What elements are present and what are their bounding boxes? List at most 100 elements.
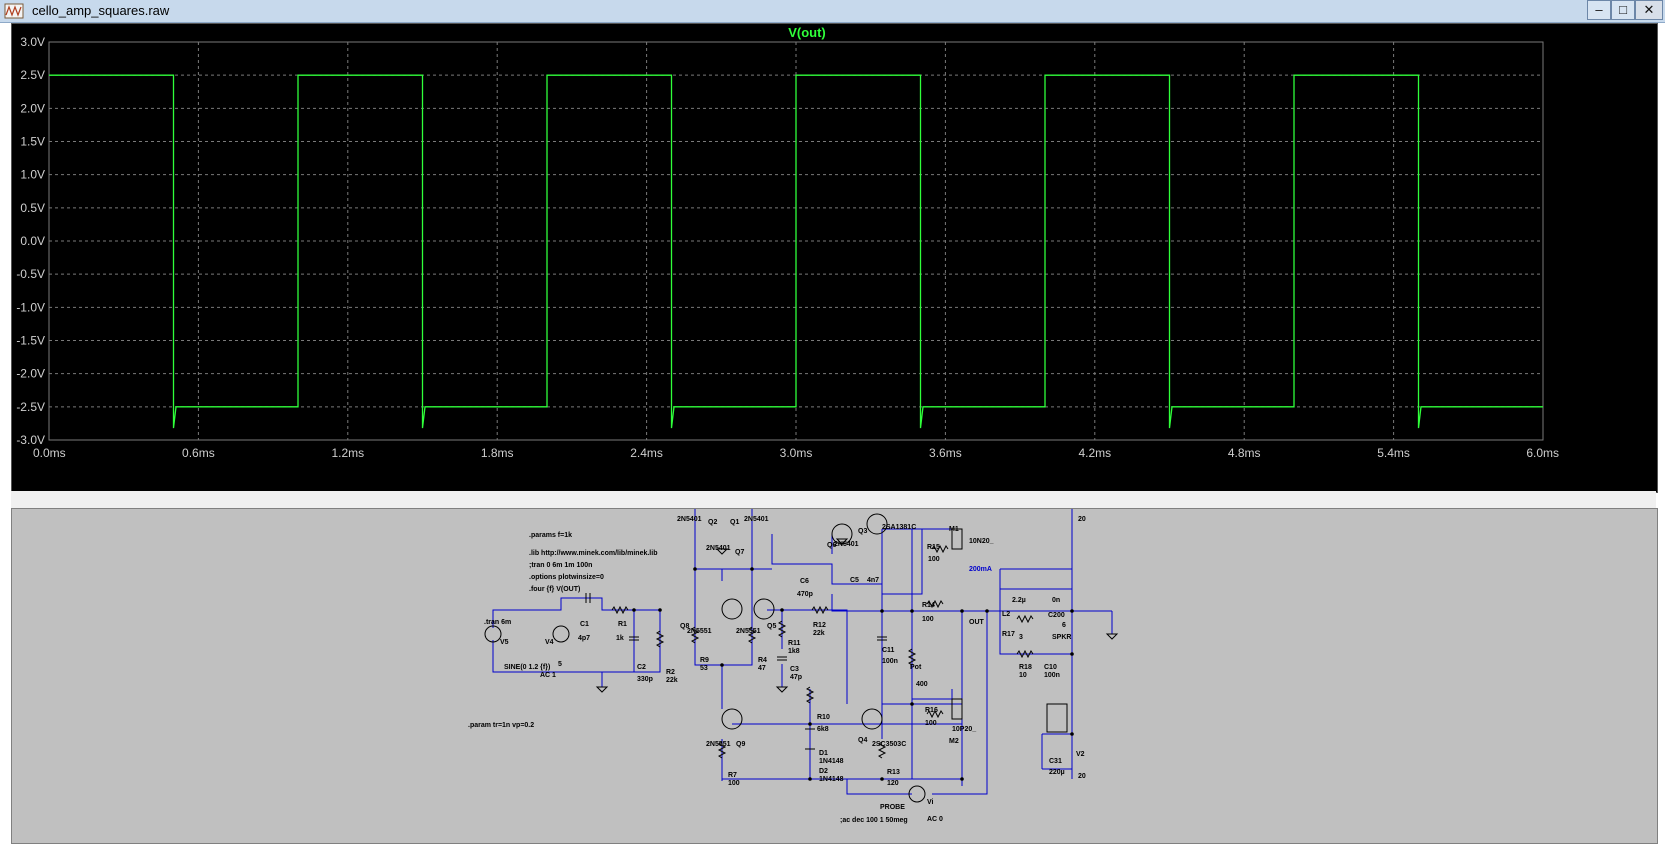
label-d1-part: 1N4148 — [819, 758, 844, 765]
resistor-r18 — [1016, 649, 1034, 659]
pot — [907, 648, 917, 666]
label-v4-val: 5 — [558, 661, 562, 668]
label-r12: R12 — [813, 622, 826, 629]
label-c3-val: 47p — [790, 674, 802, 681]
transistor-q3 — [866, 513, 888, 535]
label-q5-part: 2N5551 — [736, 628, 761, 635]
maximize-button[interactable]: □ — [1611, 0, 1635, 20]
label-r9: R9 — [700, 657, 709, 664]
waveform-plot[interactable]: V(out) 3.0V2.5V2.0V1.5V1.0V0.5V0.0V-0.5V… — [12, 24, 1657, 492]
label-l2: L2 — [1002, 611, 1010, 618]
x-tick-label: 6.0ms — [1526, 446, 1559, 460]
label-r18-val: 10 — [1019, 672, 1027, 679]
voltage-source-v4 — [552, 625, 570, 643]
label-q3: Q3 — [858, 528, 867, 535]
label-c1: C1 — [580, 621, 589, 628]
label-d2-part: 1N4148 — [819, 776, 844, 783]
y-tick-label: 1.5V — [20, 135, 45, 149]
label-c2-val: 330p — [637, 676, 653, 683]
label-r12-val: 22k — [813, 630, 825, 637]
window-titlebar[interactable]: cello_amp_squares.raw – □ ✕ — [0, 0, 1665, 23]
label-top-val: 20 — [1078, 516, 1086, 523]
label-r4: R4 — [758, 657, 767, 664]
label-r2: R2 — [666, 669, 675, 676]
y-tick-label: 3.0V — [20, 35, 45, 49]
label-q1-part: 2N5401 — [744, 516, 769, 523]
label-spkr: SPKR — [1052, 634, 1071, 641]
mosfet-m2 — [951, 698, 963, 720]
directive-tran-cmd: ;tran 0 6m 1m 100n — [529, 562, 592, 569]
label-vi: Vi — [927, 799, 934, 806]
label-r16: R16 — [925, 707, 938, 714]
label-c11: C11 — [882, 647, 895, 654]
y-tick-label: -2.0V — [16, 367, 45, 381]
label-r11: R11 — [788, 640, 801, 647]
directive-options: .options plotwinsize=0 — [529, 574, 604, 581]
label-r14-val: 100 — [922, 616, 934, 623]
schematic-pane[interactable]: .params f=1k .lib http://www.minek.com/l… — [11, 508, 1658, 844]
transistor-q5 — [753, 598, 775, 620]
pane-separator — [11, 491, 1656, 508]
resistor-r9 — [690, 626, 700, 644]
label-m1: M1 — [949, 526, 959, 533]
label-q6: Q6 — [827, 542, 836, 549]
y-tick-label: -0.5V — [16, 267, 45, 281]
y-tick-label: 2.5V — [20, 68, 45, 82]
window-title: cello_amp_squares.raw — [32, 3, 170, 18]
trace-label-vout[interactable]: V(out) — [788, 25, 826, 40]
schematic-canvas[interactable]: .params f=1k .lib http://www.minek.com/l… — [12, 509, 1657, 843]
waveform-app-icon — [4, 3, 24, 19]
label-c10-val: 100n — [1044, 672, 1060, 679]
resistor-r4 — [747, 626, 757, 644]
label-r7-val: 100 — [728, 780, 740, 787]
minimize-button[interactable]: – — [1587, 0, 1611, 20]
label-c6-val: 470p — [797, 591, 813, 598]
resistor-r2 — [655, 630, 665, 648]
label-v5: V5 — [500, 639, 509, 646]
x-tick-label: 4.8ms — [1228, 446, 1261, 460]
x-tick-label: 2.4ms — [630, 446, 663, 460]
resistor-r10 — [805, 686, 815, 704]
label-m2-part: 10P20_ — [952, 726, 976, 733]
label-v2: V2 — [1076, 751, 1085, 758]
label-m2: M2 — [949, 738, 959, 745]
y-tick-label: 1.0V — [20, 168, 45, 182]
label-v2-val: 20 — [1078, 773, 1086, 780]
label-r7: R7 — [728, 772, 737, 779]
label-pot-val: 400 — [916, 681, 928, 688]
directive-ac: ;ac dec 100 1 50meg — [840, 817, 908, 824]
close-button[interactable]: ✕ — [1635, 0, 1663, 20]
resistor-r14 — [926, 599, 944, 609]
label-c6: C6 — [800, 578, 809, 585]
label-ac0: AC 0 — [927, 816, 943, 823]
label-probe: PROBE — [880, 804, 905, 811]
label-r2-val: 22k — [666, 677, 678, 684]
label-q1: Q1 — [730, 519, 739, 526]
trace-layer — [49, 74, 1543, 429]
resistor-r11 — [777, 620, 787, 638]
trace-vout — [49, 74, 1543, 429]
resistor-r7 — [717, 741, 727, 759]
label-q9-part: 2N5551 — [706, 741, 731, 748]
resistor-r1 — [611, 605, 629, 615]
x-tick-label: 1.8ms — [481, 446, 514, 460]
resistor-r17 — [1016, 614, 1034, 624]
transistor-q9 — [721, 708, 743, 730]
label-r9-val: 53 — [700, 665, 708, 672]
label-v4: V4 — [545, 639, 554, 646]
label-m1-part: 10N20_ — [969, 538, 994, 545]
y-tick-label: -2.5V — [16, 400, 45, 414]
x-tick-label: 0.6ms — [182, 446, 215, 460]
directive-params: .params f=1k — [529, 532, 572, 539]
resistor-r12 — [811, 605, 829, 615]
directive-four: .four {f} V(OUT) — [529, 586, 580, 593]
label-q7-part: 2N5401 — [706, 545, 731, 552]
y-tick-label: -3.0V — [16, 433, 45, 447]
label-spkr-val: 6 — [1062, 622, 1066, 629]
label-r17-val: 3 — [1019, 634, 1023, 641]
resistor-r13 — [877, 741, 887, 759]
schematic-symbols — [484, 513, 1068, 803]
label-q3-part: 2SA1381C — [882, 524, 916, 531]
